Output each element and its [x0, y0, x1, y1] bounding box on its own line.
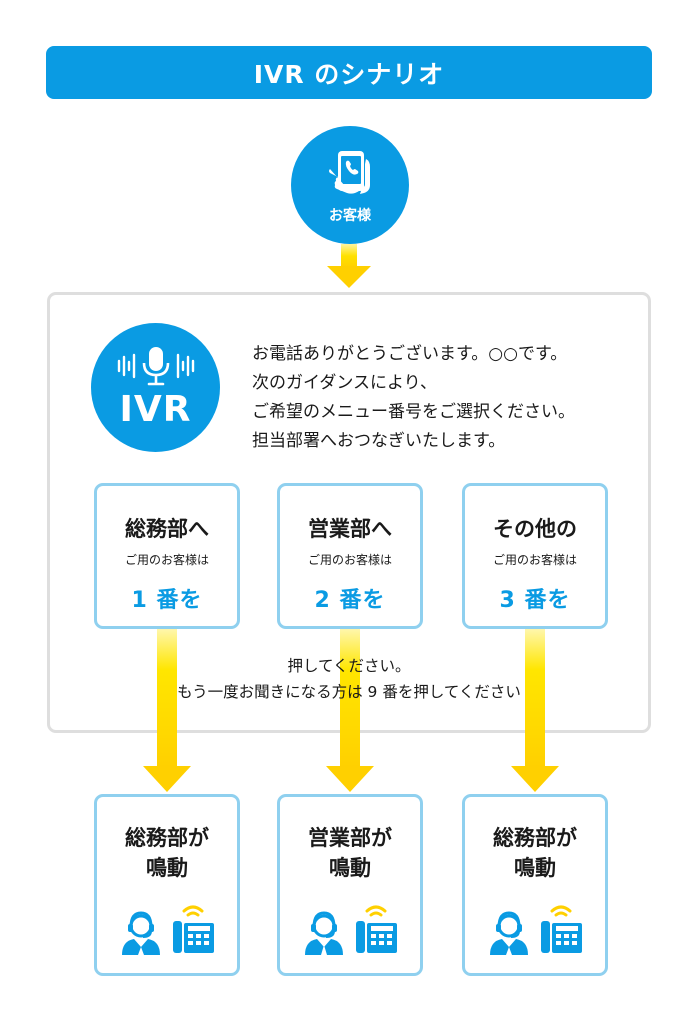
press-line-2: もう一度お聞きになる方は 9 番を押してください	[177, 683, 521, 701]
microphone-icon	[117, 347, 194, 386]
message-line: 担当部署へおつなぎいたします。	[252, 431, 506, 451]
arrow-down-icon	[511, 628, 559, 792]
result-box-2: 営業部が 鳴動	[277, 794, 423, 976]
arrow-down-icon	[143, 628, 191, 792]
option-box-2: 営業部へ ご用のお客様は 2 番を	[277, 483, 423, 629]
result-line-2: 鳴動	[514, 856, 556, 880]
option-dept: 営業部へ	[308, 517, 392, 541]
customer-label: お客様	[329, 208, 371, 224]
smartphone-hand-icon	[329, 151, 370, 194]
result-box-1: 総務部が 鳴動	[94, 794, 240, 976]
ivr-message: お電話ありがとうございます。○○です。 次のガイダンスにより、 ご希望のメニュー…	[252, 340, 652, 456]
option-number: 2 番を	[314, 588, 386, 613]
result-box-3: 総務部が 鳴動	[462, 794, 608, 976]
result-line-2: 鳴動	[146, 856, 188, 880]
option-dept: その他の	[493, 517, 577, 541]
option-number: 1 番を	[131, 588, 203, 613]
ivr-node: IVR	[91, 323, 220, 452]
result-line-1: 総務部が	[493, 826, 577, 850]
option-number: 3 番を	[499, 588, 571, 613]
desk-phone-icon	[356, 905, 397, 953]
message-line: 次のガイダンスにより、	[252, 373, 437, 393]
press-line-1: 押してください。	[287, 657, 411, 675]
option-dept: 総務部へ	[125, 517, 209, 541]
message-line: ご希望のメニュー番号をご選択ください。	[252, 402, 575, 422]
title-bar: IVR のシナリオ	[46, 46, 652, 99]
option-box-3: その他の ご用のお客様は 3 番を	[462, 483, 608, 629]
result-line-2: 鳴動	[329, 856, 371, 880]
operator-icon	[490, 911, 528, 955]
message-line: お電話ありがとうございます。○○です。	[252, 344, 568, 364]
press-instructions: 押してください。 もう一度お聞きになる方は 9 番を押してください	[47, 653, 651, 705]
result-line-1: 総務部が	[125, 826, 209, 850]
ivr-label: IVR	[119, 389, 192, 430]
result-line-1: 営業部が	[308, 826, 392, 850]
page-title: IVR のシナリオ	[253, 59, 445, 89]
option-sub: ご用のお客様は	[124, 553, 209, 567]
option-sub: ご用のお客様は	[307, 553, 392, 567]
option-sub: ご用のお客様は	[492, 553, 577, 567]
operator-icon	[305, 911, 343, 955]
arrow-down-icon	[326, 628, 374, 792]
desk-phone-icon	[173, 905, 214, 953]
customer-node: お客様	[291, 126, 409, 244]
operator-icon	[122, 911, 160, 955]
desk-phone-icon	[541, 905, 582, 953]
arrow-down-icon	[327, 244, 371, 288]
option-box-1: 総務部へ ご用のお客様は 1 番を	[94, 483, 240, 629]
